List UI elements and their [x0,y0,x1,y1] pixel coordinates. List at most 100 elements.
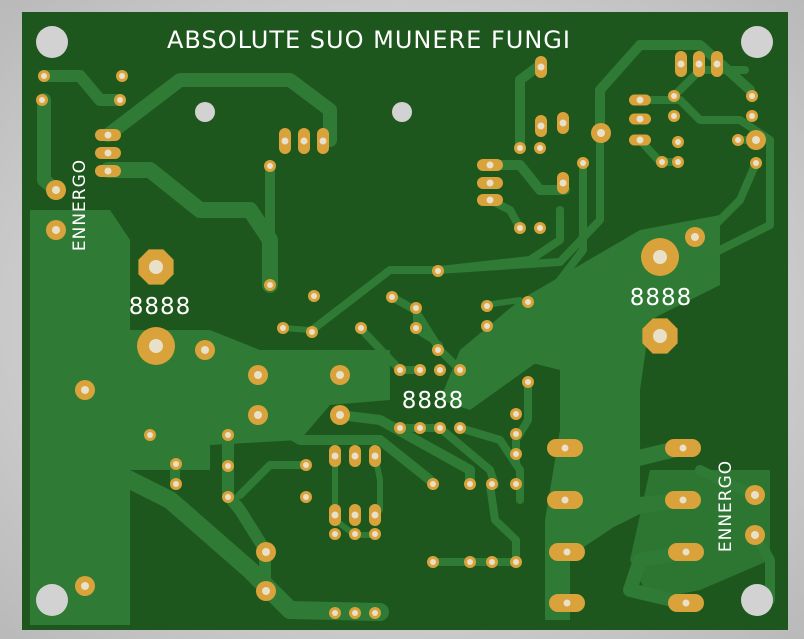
pad-hole [397,425,403,431]
pad-hole [225,494,231,500]
pad-hole [659,159,665,165]
pad-hole [513,411,519,417]
label-right: ENNERGO [716,460,736,552]
pad-hole [371,511,379,519]
pad-hole [309,329,315,335]
pad-hole [352,610,358,616]
mount-hole-bottom-left [36,584,68,616]
pad-hole [372,531,378,537]
pad-hole [467,481,473,487]
pad-hole [486,161,494,169]
pad-hole [331,511,339,519]
pad-hole [173,461,179,467]
pad-hole [457,425,463,431]
pad-hole [430,559,436,565]
mount-hole-bottom-right [741,584,773,616]
pad-hole [671,93,677,99]
pad-hole [280,325,286,331]
mount-hole-top-right [741,26,773,58]
pad-hole [682,599,690,607]
pad-hole [513,481,519,487]
pad-hole [749,93,755,99]
pad-hole [397,367,403,373]
pad-hole [751,531,759,539]
pad-hole [41,73,47,79]
display-right: 8888 [630,285,693,311]
pad-hole [682,548,690,556]
pad-hole [332,531,338,537]
pad-hole [417,425,423,431]
pad-hole [537,122,545,130]
pad-hole [752,136,760,144]
mount-hole-inner-left [195,102,215,122]
pad-hole [559,179,567,187]
pad-hole [679,496,687,504]
label-left: ENNERGO [70,159,90,251]
pad-hole [691,233,699,241]
board-title: ABSOLUTE SUO MUNERE FUNGI [167,26,571,54]
pad-hole [537,145,543,151]
pad-hole [597,129,605,137]
pad-hole [675,159,681,165]
pad-hole [119,73,125,79]
pad-hole [753,160,759,166]
pad-hole [537,225,543,231]
pad-hole [559,119,567,127]
pad-hole [332,610,338,616]
pad-hole [457,367,463,373]
pad-hole [52,226,60,234]
pad-hole [351,452,359,460]
pad-hole [336,411,344,419]
pad-hole [561,444,569,452]
pad-hole [636,115,644,123]
pad-hole [413,325,419,331]
display-left: 8888 [129,294,192,320]
pad-hole [358,325,364,331]
pad-hole [104,167,112,175]
pad-hole [489,481,495,487]
pad-hole [513,451,519,457]
pad-hole [525,299,531,305]
pad-hole [486,196,494,204]
pad-hole [117,97,123,103]
copper-traces [30,40,775,625]
pad-hole [262,587,270,595]
pad-hole [351,511,359,519]
pad-hole [517,145,523,151]
pad-hole [81,386,89,394]
pad-hole [513,559,519,565]
pad-hole [653,329,667,343]
pad-hole [677,60,685,68]
mounting-holes [36,26,773,616]
pad-hole [104,149,112,157]
pad-hole [484,323,490,329]
pad-hole [52,186,60,194]
pad-hole [437,367,443,373]
pad-hole [147,432,153,438]
pad-hole [149,339,163,353]
pad-hole [563,599,571,607]
pad-hole [303,494,309,500]
pad-hole [489,559,495,565]
pad-hole [735,137,741,143]
pad-hole [371,452,379,460]
pad-hole [525,379,531,385]
pad-hole [467,559,473,565]
pad-hole [104,131,112,139]
pad-hole [372,610,378,616]
pad-hole [336,371,344,379]
pad-hole [437,425,443,431]
pad-hole [561,496,569,504]
pad-hole [417,367,423,373]
pad-hole [486,179,494,187]
pad-hole [413,305,419,311]
pad-hole [653,250,667,264]
pad-hole [671,113,677,119]
pad-hole [254,411,262,419]
pad-hole [303,462,309,468]
solder-pads [36,51,766,619]
pad-hole [713,60,721,68]
mount-hole-inner-right [392,102,412,122]
pad-hole [751,491,759,499]
pad-hole [300,137,308,145]
